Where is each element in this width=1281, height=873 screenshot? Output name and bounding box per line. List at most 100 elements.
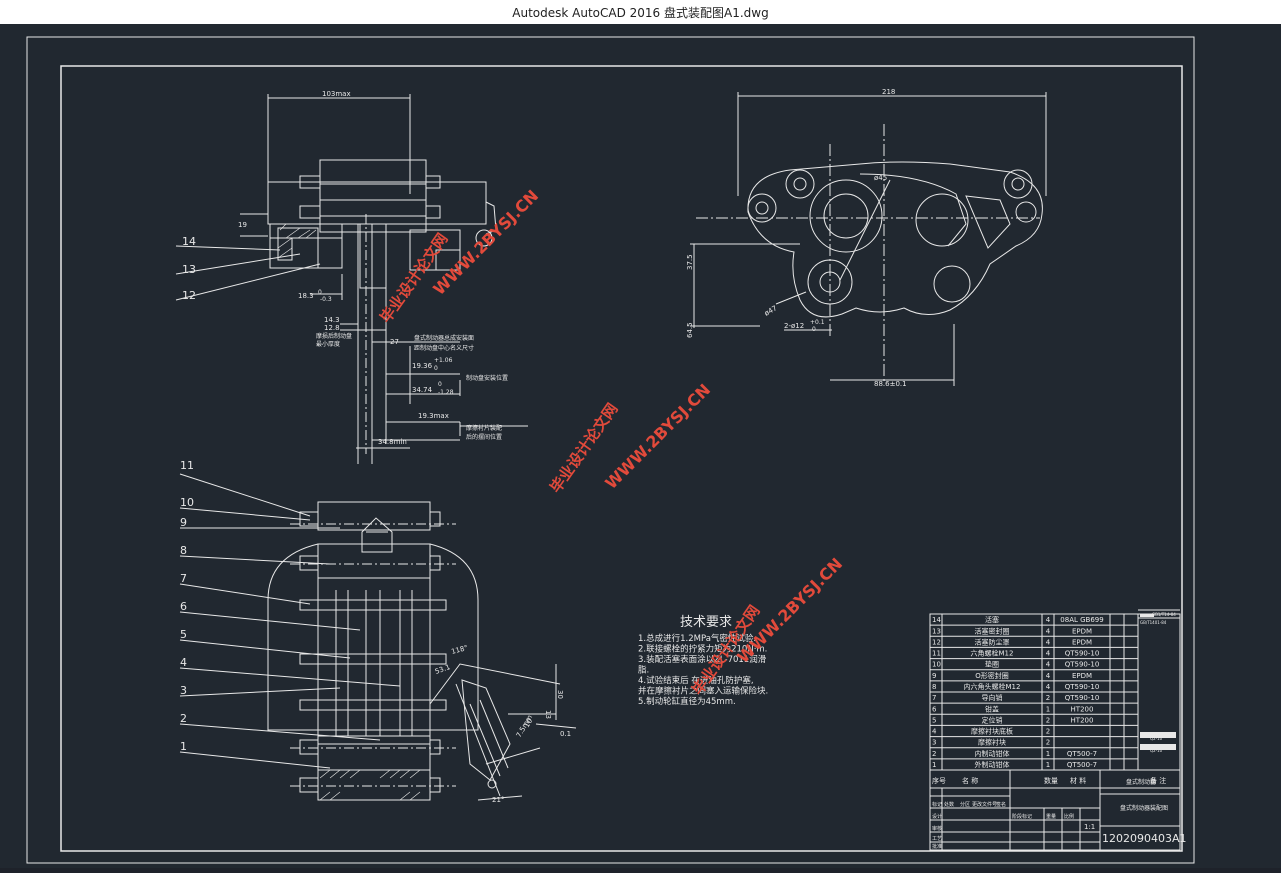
dim-21deg: 21° xyxy=(492,796,504,804)
callout-6: 6 xyxy=(180,600,187,613)
bom-qty: 1 xyxy=(1046,705,1050,713)
drawing-canvas[interactable]: 103max 19 18.3 0 -0.3 14.3 12.8 摩损后制动盘 最… xyxy=(0,24,1281,868)
dim-218: 218 xyxy=(882,88,895,96)
bom-name: 活塞密封圈 xyxy=(975,626,1010,635)
bom-material: QT590-10 xyxy=(1065,683,1100,691)
bom-header-qty: 数量 xyxy=(1044,776,1058,785)
bom-note-2: Q2-10 xyxy=(1150,736,1163,741)
bom-material: HT200 xyxy=(1071,705,1094,713)
bom-qty: 4 xyxy=(1046,627,1051,635)
bom-no: 9 xyxy=(932,672,936,680)
dim-34-8min: 34.8min xyxy=(378,438,407,446)
dim-13: 13 xyxy=(544,710,552,719)
tb-row-mark: 标记 xyxy=(932,801,942,808)
bom-no: 10 xyxy=(932,661,941,669)
bom-qty: 4 xyxy=(1046,650,1051,658)
side-view[interactable] xyxy=(175,94,528,464)
bom-no: 4 xyxy=(932,728,937,736)
tb-col-weight: 重量 xyxy=(1046,813,1056,820)
dim-103max: 103max xyxy=(322,90,351,98)
drawing-svg[interactable]: 103max 19 18.3 0 -0.3 14.3 12.8 摩损后制动盘 最… xyxy=(0,24,1281,868)
dim-27: 27 xyxy=(390,338,399,346)
bom-material: QT590-10 xyxy=(1065,661,1100,669)
bom-qty: 2 xyxy=(1046,739,1050,747)
bom-material: 08AL GB699 xyxy=(1060,616,1103,624)
bom-qty: 2 xyxy=(1046,728,1050,736)
tb-row-sign: 签名 xyxy=(996,801,1006,808)
dim-18-3-tol2: -0.3 xyxy=(320,296,332,303)
tb-row-count: 处数 xyxy=(944,801,954,808)
bom-qty: 2 xyxy=(1046,694,1050,702)
dim-d47: ø47 xyxy=(763,304,778,318)
bom-no: 5 xyxy=(932,716,936,724)
front-view[interactable] xyxy=(690,92,1047,386)
dim-19-36-tol-a: +1.06 xyxy=(434,357,453,364)
callout-14: 14 xyxy=(182,235,196,248)
bom-qty: 1 xyxy=(1046,761,1050,769)
tb-col-scale: 比例 xyxy=(1064,813,1074,820)
tb-school: 盘式制动器 xyxy=(1126,778,1156,786)
callout-12: 12 xyxy=(182,289,196,302)
dim-2x12: 2-ø12 xyxy=(784,322,804,330)
dim-19-3max: 19.3max xyxy=(418,412,449,420)
dim-18-3-tol: 0 xyxy=(318,289,322,296)
top-view[interactable] xyxy=(179,473,577,801)
dim-0-1: 0.1 xyxy=(560,730,571,738)
bom-qty: 1 xyxy=(1046,750,1050,758)
note-wear: 摩损后制动盘 xyxy=(316,332,352,340)
callout-10: 10 xyxy=(180,496,194,509)
bom-material: EPDM xyxy=(1072,638,1092,646)
tech-title: 技术要求 xyxy=(680,615,732,630)
callout-3: 3 xyxy=(180,684,187,697)
tb-std-2: GB/T1401-84 xyxy=(1140,620,1167,625)
bom-name: 内六角头螺栓M12 xyxy=(964,682,1021,691)
dim-34-74: 34.74 xyxy=(412,386,433,394)
bom-mark-14 xyxy=(1140,614,1154,617)
tech-line: 脂. xyxy=(638,665,649,676)
tech-line: 3.装配活塞表面涂以ZL-7011润滑 xyxy=(638,654,767,665)
bom-name: 垫圈 xyxy=(985,660,999,669)
bom-name: O形密封圈 xyxy=(975,671,1009,680)
dim-64-5: 64.5 xyxy=(686,322,694,338)
tb-code: 1202090403A1 xyxy=(1102,832,1187,845)
note-min-thickness: 最小厚度 xyxy=(316,340,340,348)
bom-no: 2 xyxy=(932,750,936,758)
tech-line: 1.总成进行1.2MPa气密性试验. xyxy=(638,633,756,644)
bom-name: 摩擦衬块 xyxy=(978,738,1006,747)
dim-10: 10 xyxy=(523,717,534,729)
note-center-1: 盘式制动器总成安装面 xyxy=(414,334,474,342)
watermark-site-2: WWW.2BYSJ.CN xyxy=(601,380,714,493)
callout-9: 9 xyxy=(180,516,187,529)
note-center-2: 距制动盘中心名义尺寸 xyxy=(414,344,474,352)
tb-row-process: 工艺 xyxy=(932,836,942,842)
note-disc-position: 制动盘安装位置 xyxy=(466,374,508,382)
dim-19: 19 xyxy=(238,221,247,229)
bom-header-note: 备 注 xyxy=(1150,776,1166,785)
dim-30: 30 xyxy=(556,690,564,699)
bom-qty: 2 xyxy=(1046,716,1050,724)
bom-qty: 4 xyxy=(1046,616,1051,624)
callout-2: 2 xyxy=(180,712,187,725)
bom-name: 活塞 xyxy=(985,615,999,624)
tb-row-zone: 分区 xyxy=(960,801,970,808)
note-lining-2: 后的摆间位置 xyxy=(466,433,502,441)
bom-header-no: 序号 xyxy=(932,776,946,785)
bom-no: 8 xyxy=(932,683,936,691)
bom-name: 导向销 xyxy=(982,693,1003,702)
tech-line: 2.联接螺栓的拧紧力矩为210N·m. xyxy=(638,644,767,655)
bom-mark-1 xyxy=(1140,744,1176,750)
